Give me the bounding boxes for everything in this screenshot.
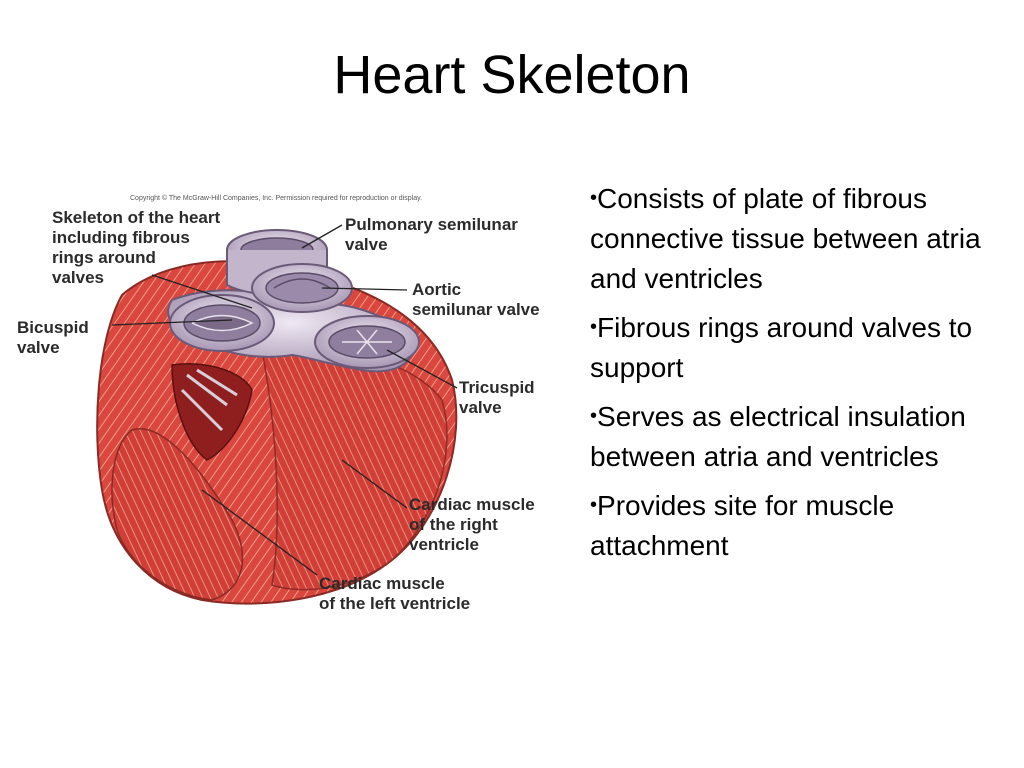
left-ventricle-muscle	[111, 427, 244, 601]
bullet-item: •Consists of plate of fibrous connective…	[590, 183, 981, 294]
label-skeleton: Skeleton of the heart including fibrous …	[52, 208, 221, 287]
label-left-ventricle: Cardiac muscle of the left ventricle	[319, 574, 471, 613]
bullet-symbol: •	[590, 316, 598, 338]
label-aortic-valve: Aortic semilunar valve	[412, 280, 540, 319]
label-tricuspid-valve: Tricuspid valve	[459, 378, 535, 417]
bullet-item: •Serves as electrical insulation between…	[590, 401, 966, 472]
label-pulmonary-valve: Pulmonary semilunar valve	[345, 215, 518, 254]
bullet-list: •Consists of plate of fibrous connective…	[590, 178, 1000, 574]
slide-title: Heart Skeleton	[333, 45, 691, 105]
bullet-item: •Provides site for muscle attachment	[590, 490, 895, 561]
heart-illustration	[96, 224, 458, 605]
copyright-notice: Copyright © The McGraw-Hill Companies, I…	[130, 195, 423, 202]
bullet-item: •Fibrous rings around valves to support	[590, 312, 973, 383]
leader-lines	[111, 224, 458, 576]
bullet-symbol: •	[590, 494, 598, 516]
label-bicuspid-valve: Bicuspid valve	[17, 318, 89, 357]
heart-skeleton-figure: Copyright © The McGraw-Hill Companies, I…	[12, 190, 582, 630]
label-right-ventricle: Cardiac muscle of the right ventricle	[409, 495, 535, 554]
bullet-symbol: •	[590, 405, 598, 427]
ventricle-cavity	[171, 363, 253, 461]
bullet-symbol: •	[590, 187, 598, 209]
